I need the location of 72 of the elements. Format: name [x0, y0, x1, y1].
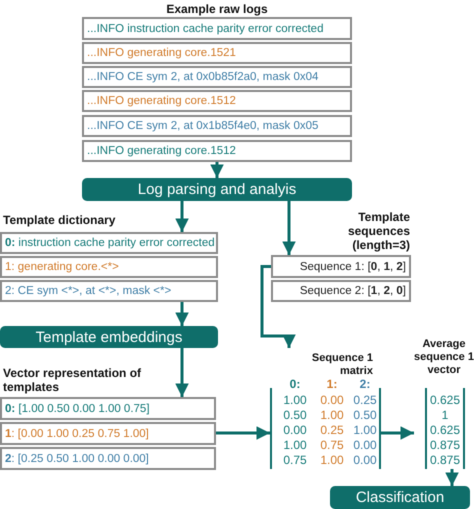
log-entry-box — [82, 115, 352, 137]
log-entry-box — [82, 140, 352, 162]
matrix-value: 1.00 — [319, 408, 345, 423]
matrix-value: 1.00 — [352, 423, 378, 438]
process-label: Template embeddings — [36, 328, 182, 346]
column-header: 2: — [358, 377, 372, 392]
log-entry-box — [82, 66, 352, 88]
matrix-title: Sequence 1 matrix — [310, 352, 373, 378]
vector-entry-box — [0, 447, 216, 470]
log-text: ...INFO generating core.1512 — [87, 145, 236, 157]
vector-entry-box — [0, 397, 216, 420]
process-label: Classification — [356, 489, 444, 506]
vector-entry-box — [0, 422, 216, 445]
arrow — [175, 302, 189, 326]
sequence-text: Sequence 1: [0, 1, 2] — [300, 260, 406, 272]
arrow — [210, 162, 224, 178]
process-label: Log parsing and analyis — [138, 181, 296, 198]
column-header: 1: — [326, 377, 338, 392]
log-text: ...INFO instruction cache parity error corrected — [87, 22, 324, 34]
matrix-value: 0.25 — [319, 423, 345, 438]
log-text: ...INFO CE sym 2, at 0x0b85f2a0, mask 0x04 — [87, 71, 318, 83]
matrix-value: 0.50 — [282, 408, 308, 423]
matrix-value: 0.75 — [319, 438, 345, 453]
log-entry-box — [82, 42, 352, 64]
template-entry-box — [0, 280, 218, 302]
vector-value: 0.625 — [428, 393, 462, 408]
log-text: ...INFO CE sym 2, at 0x1b85f4e0, mask 0x05 — [87, 120, 318, 132]
section-heading: Example raw logs — [165, 2, 269, 16]
arrow — [260, 265, 296, 348]
template-text: 1: generating core.<*> — [5, 261, 119, 273]
template-entry-box — [0, 232, 218, 254]
sequence-box — [271, 280, 411, 302]
arrow — [445, 469, 459, 486]
process-box — [82, 178, 352, 201]
matrix-value: 1.00 — [282, 438, 308, 453]
vector-text: 0: [1.00 0.50 0.00 1.00 0.75] — [5, 402, 150, 414]
arrow — [216, 426, 270, 440]
section-heading: Template dictionary — [3, 213, 116, 227]
section-heading: Vector representation of templates — [3, 366, 142, 394]
arrow — [381, 426, 414, 440]
vector-value: 1 — [440, 408, 450, 423]
process-box — [0, 326, 218, 348]
vector-value: 0.875 — [428, 453, 462, 468]
vector-text: 2: [0.25 0.50 1.00 0.00 0.00] — [5, 452, 149, 464]
template-entry-box — [0, 256, 218, 278]
sequence-text: Sequence 2: [1, 2, 0] — [300, 285, 406, 297]
matrix-value: 0.50 — [352, 408, 378, 423]
template-text: 2: CE sym <*>, at <*>, mask <*> — [5, 285, 172, 297]
matrix-value: 0.25 — [352, 393, 378, 408]
matrix-value: 0.75 — [282, 453, 308, 468]
log-text: ...INFO generating core.1521 — [87, 47, 236, 59]
matrix-value: 0.00 — [319, 393, 345, 408]
log-text: ...INFO generating core.1512 — [87, 95, 236, 107]
vector-value: 0.875 — [428, 438, 462, 453]
section-heading: Template sequences (length=3) — [346, 210, 410, 252]
vector-value: 0.625 — [428, 423, 462, 438]
arrow — [175, 201, 189, 232]
arrow — [175, 348, 189, 397]
matrix-value: 1.00 — [282, 393, 308, 408]
column-header: 0: — [288, 377, 302, 392]
matrix-value: 1.00 — [319, 453, 345, 468]
vector-text: 1: [0.00 1.00 0.25 0.75 1.00] — [5, 428, 149, 440]
log-entry-box — [82, 17, 352, 40]
log-entry-box — [82, 90, 352, 112]
matrix-value: 0.00 — [352, 453, 378, 468]
arrow — [282, 201, 296, 255]
process-box — [330, 486, 470, 509]
matrix-value: 0.00 — [282, 423, 308, 438]
matrix-value: 0.00 — [352, 438, 378, 453]
template-text: 0: instruction cache parity error corrected — [5, 237, 215, 249]
sequence-box — [271, 255, 411, 278]
vector-title: Average sequence 1 vector — [414, 338, 474, 377]
